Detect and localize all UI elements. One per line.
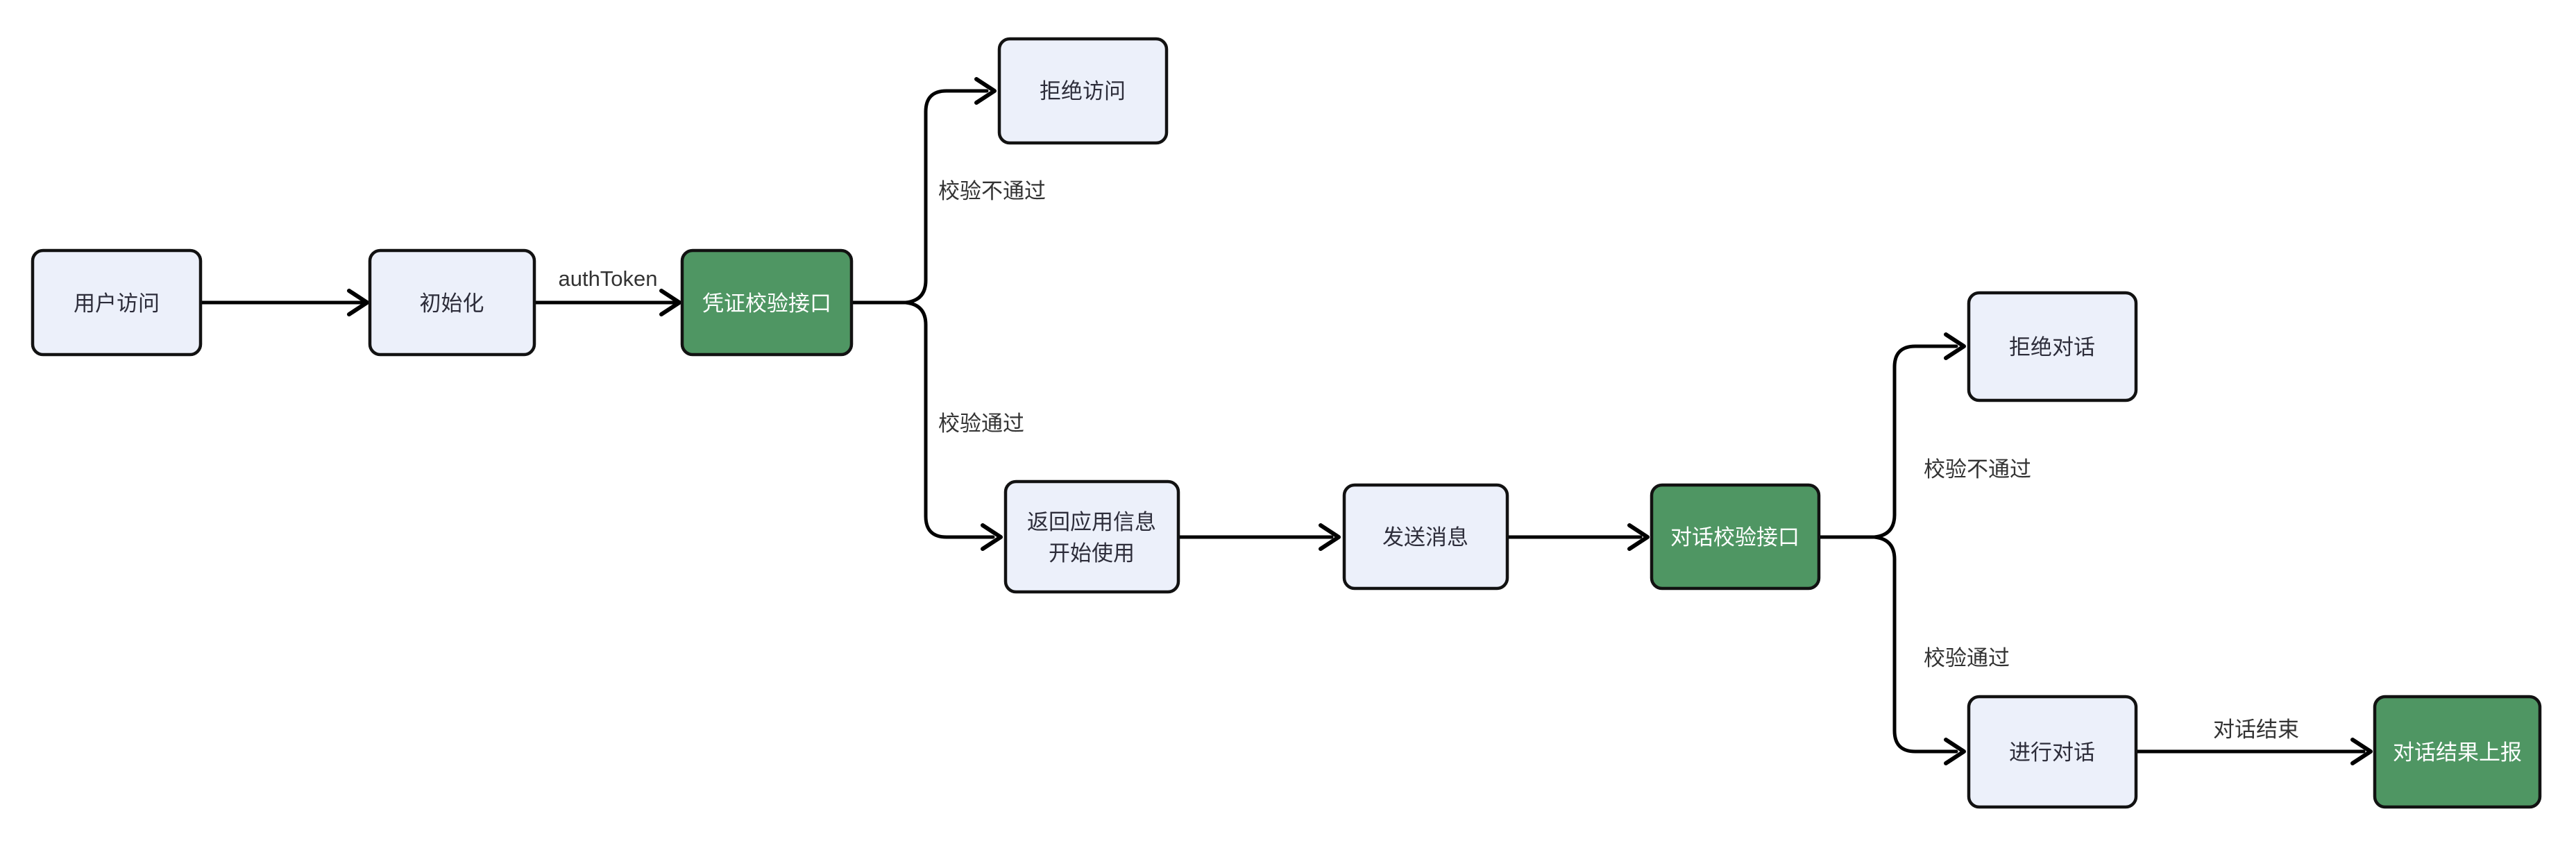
edge-dialog-check-to-deny-dialog <box>1872 344 1958 539</box>
node-do-dialog: 进行对话 <box>1967 695 2138 809</box>
node-user-visit-label: 用户访问 <box>74 291 160 316</box>
edge-label-cred-fail: 校验不通过 <box>938 179 1046 203</box>
node-user-visit-box <box>31 248 203 357</box>
node-dialog-check-label: 对话校验接口 <box>1670 525 1799 550</box>
node-return-info-label-line1: 返回应用信息 <box>1027 510 1156 534</box>
edge-label-dialog-pass: 校验通过 <box>1924 646 2010 670</box>
edges <box>198 77 2373 765</box>
node-deny-access-label: 拒绝访问 <box>1040 79 1126 103</box>
node-dialog-check: 对话校验接口 <box>1650 483 1821 591</box>
edge-dialog-check-to-do-dialog <box>1872 535 1958 754</box>
node-send-message-label: 发送消息 <box>1382 525 1468 550</box>
arrowhead-return-info <box>981 523 1003 551</box>
node-return-info-box <box>1003 479 1180 594</box>
node-do-dialog-label: 进行对话 <box>2009 740 2095 765</box>
edge-auth-check-to-return-info <box>904 300 995 539</box>
arrowhead-do-dialog <box>1944 738 1966 765</box>
node-deny-access: 拒绝访问 <box>997 37 1169 145</box>
edge-auth-check-to-deny-access <box>904 89 989 305</box>
node-auth-check-box <box>680 248 854 357</box>
node-report-result-box <box>2373 695 2542 809</box>
node-report-result: 对话结果上报 <box>2373 695 2542 809</box>
arrowhead-deny-dialog <box>1944 332 1966 360</box>
arrowhead-dialog-check <box>1627 523 1650 551</box>
node-send-message: 发送消息 <box>1342 483 1509 591</box>
edge-label-cred-pass: 校验通过 <box>938 411 1024 436</box>
node-init: 初始化 <box>368 248 536 357</box>
arrowhead-init <box>347 289 369 316</box>
node-deny-access-box <box>997 37 1169 145</box>
node-dialog-check-box <box>1650 483 1821 591</box>
node-deny-dialog: 拒绝对话 <box>1967 291 2138 402</box>
node-deny-dialog-box <box>1967 291 2138 402</box>
nodes: 用户访问 初始化 凭证校验接口 拒绝访问 返回应用信息 开始使用 <box>31 37 2542 809</box>
node-user-visit: 用户访问 <box>31 248 203 357</box>
node-init-box <box>368 248 536 357</box>
node-do-dialog-box <box>1967 695 2138 809</box>
arrowhead-report-result <box>2350 738 2373 765</box>
arrowhead-send-message <box>1319 523 1341 551</box>
edge-labels: authToken 校验不通过 校验通过 校验不通过 校验通过 对话结束 <box>558 179 2299 742</box>
node-report-result-label: 对话结果上报 <box>2393 740 2522 765</box>
node-return-info-label-line2: 开始使用 <box>1049 541 1135 566</box>
edge-label-dialog-end: 对话结束 <box>2213 717 2299 742</box>
node-deny-dialog-label: 拒绝对话 <box>2009 335 2095 359</box>
node-init-label: 初始化 <box>420 291 484 316</box>
node-auth-check: 凭证校验接口 <box>680 248 854 357</box>
node-auth-check-label: 凭证校验接口 <box>702 291 831 316</box>
arrowhead-deny-access <box>974 77 997 105</box>
node-return-info: 返回应用信息 开始使用 <box>1003 479 1180 594</box>
node-send-message-box <box>1342 483 1509 591</box>
arrowhead-auth-check <box>659 289 681 316</box>
edge-label-auth-token: authToken <box>558 266 657 291</box>
edge-label-dialog-fail: 校验不通过 <box>1924 457 2031 482</box>
